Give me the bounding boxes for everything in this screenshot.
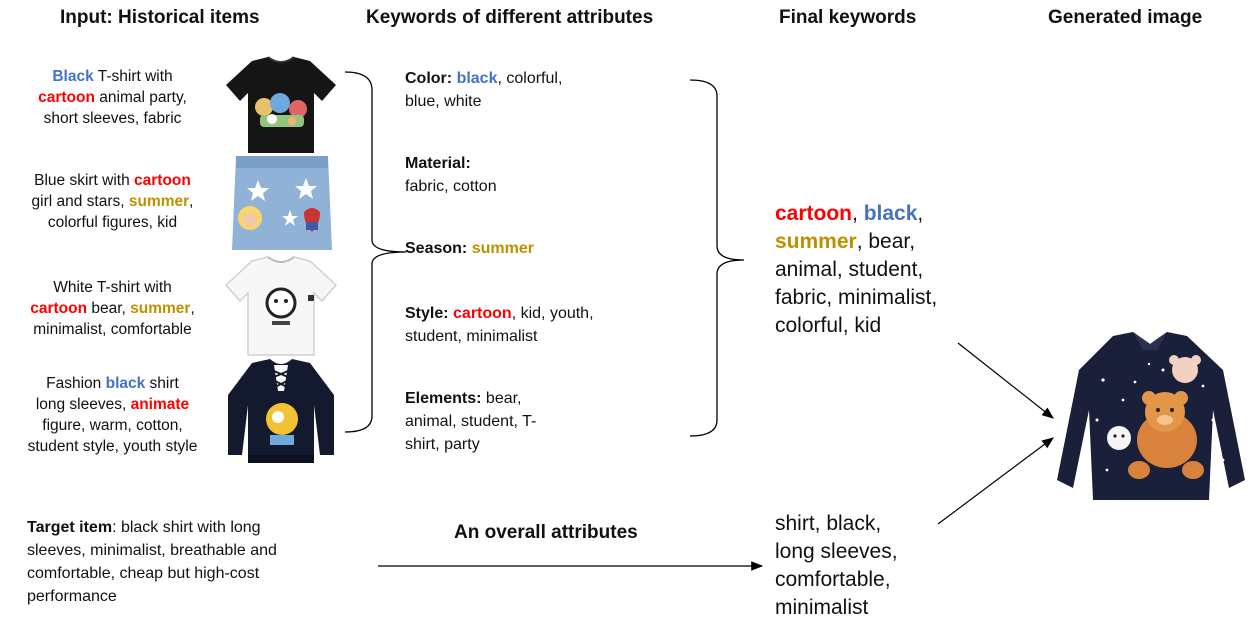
attribute-color: Color: black, colorful, blue, white xyxy=(405,70,563,110)
attribute-material: Material: fabric, cotton xyxy=(405,155,497,195)
overall-keywords: shirt, black, long sleeves, comfortable,… xyxy=(775,512,898,619)
arrow-overall-to-image xyxy=(937,437,1054,525)
item-description-3: White T-shirt with cartoon bear, summer,… xyxy=(30,279,195,338)
target-item: Target item: black shirt with long sleev… xyxy=(27,519,277,605)
attribute-elements: Elements: bear, animal, student, T- shir… xyxy=(405,390,537,453)
tshirt-black-image xyxy=(226,56,336,153)
right-curly-bracket xyxy=(689,79,745,437)
attribute-season: Season: summer xyxy=(405,240,534,257)
header-input: Input: Historical items xyxy=(60,7,260,28)
item-description-2: Blue skirt with cartoon girl and stars, … xyxy=(31,172,194,231)
item-description-4: Fashion black shirt long sleeves, animat… xyxy=(27,375,198,455)
tshirt-white-image xyxy=(224,256,338,356)
item-description-1: Black T-shirt with cartoon animal party,… xyxy=(38,68,187,127)
black-sweatshirt-image xyxy=(228,359,334,463)
overall-attributes-label: An overall attributes xyxy=(454,522,638,543)
left-curly-bracket xyxy=(344,71,407,433)
header-final: Final keywords xyxy=(779,7,917,28)
arrow-final-to-image xyxy=(957,342,1054,419)
header-generated: Generated image xyxy=(1048,7,1203,28)
denim-skirt-image xyxy=(232,156,332,250)
header-keywords: Keywords of different attributes xyxy=(366,7,654,28)
attribute-style: Style: cartoon, kid, youth, student, min… xyxy=(405,305,594,345)
generated-shirt-image xyxy=(1057,332,1245,500)
final-keywords: cartoon, black, summer, bear, animal, st… xyxy=(775,202,938,337)
